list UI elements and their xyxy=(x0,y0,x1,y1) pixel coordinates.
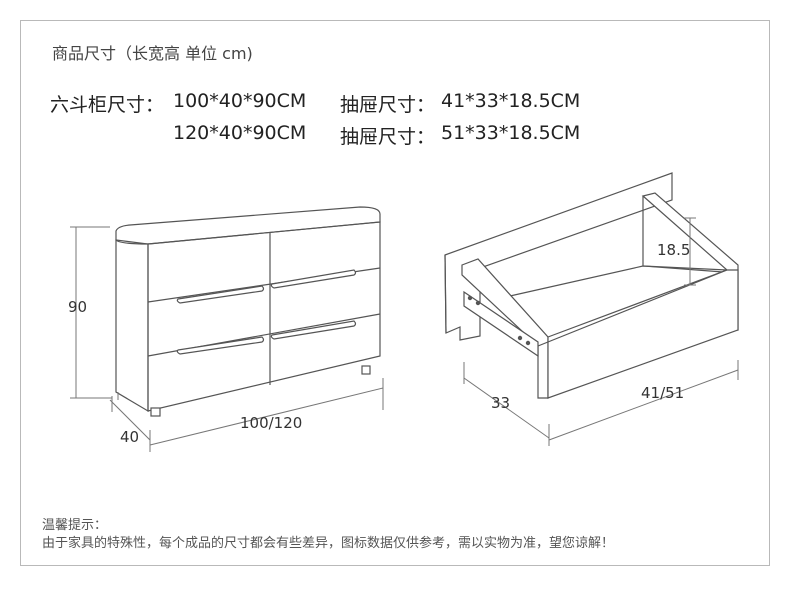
cabinet-foot xyxy=(361,365,371,375)
handle-icon xyxy=(176,285,265,304)
notice-title: 温馨提示： xyxy=(42,518,108,533)
drawer-depth-label: 33 xyxy=(491,394,511,412)
drawer-size-value-1: 41*33*18.5CM xyxy=(441,90,581,112)
drawer-dimensions xyxy=(463,217,739,446)
handle-icon xyxy=(176,336,265,355)
drawer-bottom xyxy=(509,265,728,297)
cabinet-dimensions xyxy=(70,226,384,452)
cabinet-size-label: 六斗柜尺寸： xyxy=(50,94,165,116)
cabinet-illustration xyxy=(115,206,381,417)
drawer-illustration xyxy=(444,172,739,399)
cabinet-depth-label: 40 xyxy=(120,428,140,446)
handle-icon xyxy=(270,269,357,289)
rail-screw-icon xyxy=(525,340,531,346)
cabinet-size-value-1: 100*40*90CM xyxy=(173,90,307,112)
page-title: 商品尺寸（长宽高 单位 cm) xyxy=(52,44,253,63)
drawer-back-wall xyxy=(642,196,724,273)
drawer-size-label-1: 抽屉尺寸： xyxy=(340,94,436,116)
cabinet-side xyxy=(115,239,149,413)
drawer-handles xyxy=(176,269,357,355)
drawer-front-panel xyxy=(444,172,673,341)
drawer-height-label: 18.5 xyxy=(657,241,691,259)
drawer-near-wall xyxy=(547,269,739,399)
cabinet-foot xyxy=(150,407,161,417)
rail-screw-icon xyxy=(467,295,473,301)
notice-body: 由于家具的特殊性，每个成品的尺寸都会有些差异，图标数据仅供参考，需以实物为准，望… xyxy=(42,536,615,551)
handle-icon xyxy=(270,320,357,340)
drawer-width-label: 41/51 xyxy=(641,384,685,402)
cabinet-front xyxy=(147,221,381,412)
content-frame xyxy=(20,20,770,566)
drawer-left-wall xyxy=(461,258,549,399)
cabinet-width-label: 100/120 xyxy=(240,414,303,432)
rail-screw-icon xyxy=(475,300,481,306)
cabinet-height-label: 90 xyxy=(68,298,88,316)
cabinet-size-value-2: 120*40*90CM xyxy=(173,122,307,144)
drawer-size-value-2: 51*33*18.5CM xyxy=(441,122,581,144)
drawer-size-label-2: 抽屉尺寸： xyxy=(340,126,436,148)
rail-screw-icon xyxy=(517,335,523,341)
cabinet-top xyxy=(115,206,381,245)
